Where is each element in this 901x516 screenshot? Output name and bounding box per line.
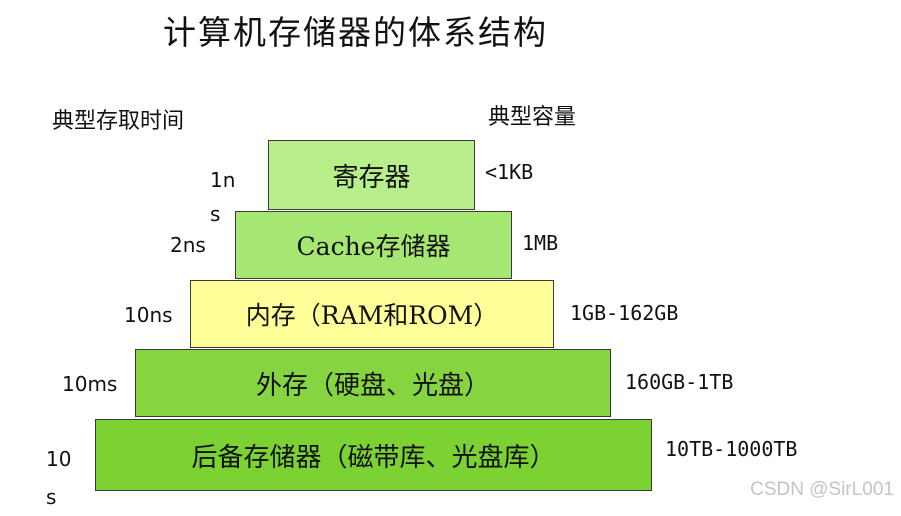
- capacity-header: 典型容量: [488, 105, 577, 130]
- main-memory-access-time: 10ns: [124, 303, 173, 327]
- cache-block: Cache存储器: [235, 211, 512, 279]
- cache-capacity: 1MB: [522, 231, 559, 255]
- cache-access-time: 2ns: [170, 233, 206, 257]
- register-access-time: 1ns: [210, 168, 236, 226]
- main-memory-block: 内存（RAM和ROM）: [190, 280, 554, 348]
- access-time-header: 典型存取时间: [52, 109, 185, 134]
- register-capacity: <1KB: [485, 160, 534, 184]
- backup-storage-capacity: 10TB-1000TB: [665, 437, 798, 461]
- main-memory-capacity: 1GB-162GB: [570, 301, 679, 325]
- external-storage-capacity: 160GB-1TB: [625, 370, 734, 394]
- watermark: CSDN @SirL001: [750, 479, 894, 500]
- external-storage-block: 外存（硬盘、光盘）: [135, 349, 611, 417]
- diagram-title: 计算机存储器的体系结构: [163, 13, 548, 52]
- backup-storage-block: 后备存储器（磁带库、光盘库）: [95, 419, 652, 491]
- backup-storage-access-time: 10s: [46, 447, 72, 509]
- external-storage-access-time: 10ms: [62, 372, 118, 396]
- register-block: 寄存器: [268, 140, 475, 210]
